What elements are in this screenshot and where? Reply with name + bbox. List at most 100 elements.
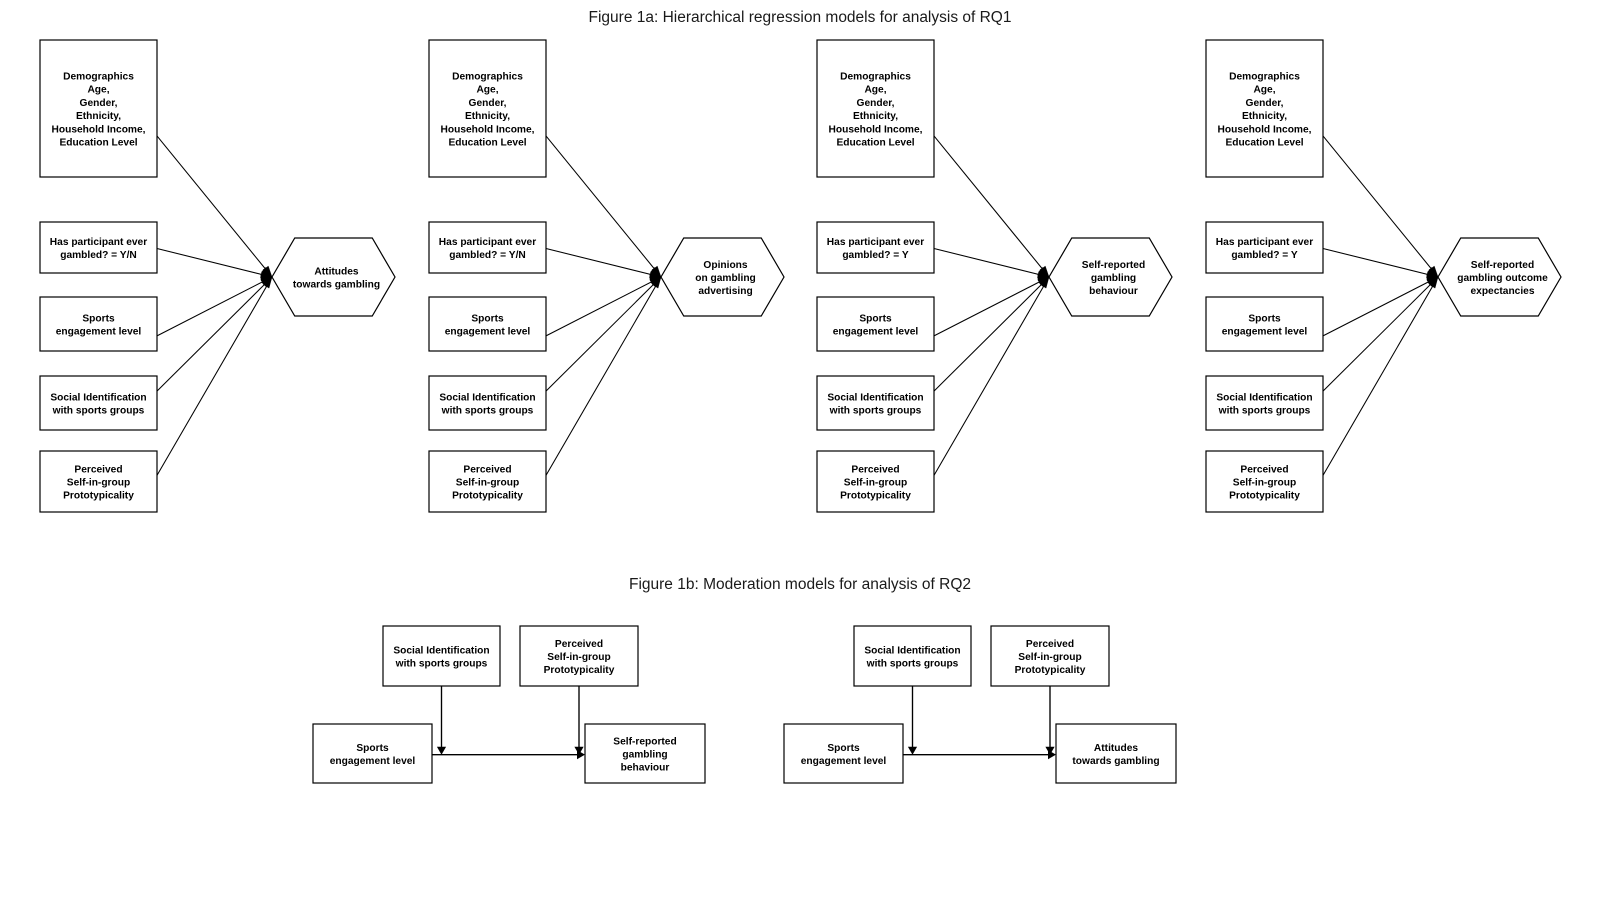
predictor-box-sports-engagement[interactable] — [816, 296, 935, 352]
predictor-box-demographics[interactable] — [39, 39, 158, 178]
link-ever-gambled-to-opinions-advertising — [545, 247, 662, 278]
moderation-moderator-1-box-social-identification[interactable] — [853, 625, 972, 687]
predictor-box-demographics[interactable] — [816, 39, 935, 178]
predictor-sports-engagement-line: engagement level — [1222, 327, 1308, 338]
arrowhead-cluster — [649, 265, 662, 289]
moderation-predictor-sports-engagement-line: engagement level — [330, 756, 416, 767]
predictor-demographics-line: Demographics — [63, 72, 134, 83]
predictor-demographics-line: Household Income, — [829, 124, 923, 135]
predictor-ever-gambled-line: gambled? = Y/N — [60, 250, 137, 261]
moderation-moderator-2-arrowhead — [1045, 746, 1055, 755]
moderation-outcome-gambling-behaviour-line: Self-reported — [613, 736, 676, 747]
predictor-demographics-line: Gender, — [80, 98, 118, 109]
predictor-demographics-line: Household Income, — [52, 124, 146, 135]
predictor-demographics-label: DemographicsAge,Gender,Ethnicity,Househo… — [1218, 72, 1312, 149]
moderation-moderator-2-arrowhead — [574, 746, 584, 755]
predictor-box-demographics[interactable] — [428, 39, 547, 178]
moderation-predictor-box-sports-engagement[interactable] — [312, 723, 433, 784]
predictor-demographics-line: Demographics — [1229, 72, 1300, 83]
predictor-box-sports-engagement[interactable] — [39, 296, 158, 352]
predictor-box-prototypicality[interactable] — [39, 450, 158, 513]
moderation-moderator-1-arrowhead — [436, 746, 447, 755]
predictor-sports-engagement-line: Sports — [1248, 313, 1281, 324]
moderation-moderator-2-prototypicality-line: Self-in-group — [1018, 652, 1081, 663]
moderation-predictor-box-sports-engagement[interactable] — [783, 723, 904, 784]
predictor-social-identification-line: with sports groups — [1218, 406, 1311, 417]
predictor-box-ever-gambled[interactable] — [816, 221, 935, 274]
moderation-moderator-1-box-social-identification[interactable] — [382, 625, 501, 687]
predictor-prototypicality-line: Perceived — [74, 464, 122, 475]
predictor-box-ever-gambled[interactable] — [428, 221, 547, 274]
moderation-moderator-2-prototypicality-line: Prototypicality — [1015, 665, 1086, 676]
predictor-sports-engagement-line: engagement level — [833, 327, 919, 338]
predictor-ever-gambled-line: gambled? = Y — [842, 250, 909, 261]
predictor-demographics-line: Education Level — [1225, 138, 1303, 149]
moderation-moderator-2-prototypicality-line: Perceived — [1026, 639, 1074, 650]
moderation-predictor-sports-engagement-line: Sports — [356, 743, 389, 754]
predictor-box-sports-engagement[interactable] — [1205, 296, 1324, 352]
link-ever-gambled-to-gambling-behaviour — [933, 247, 1050, 278]
predictor-demographics-line: Education Level — [59, 138, 137, 149]
predictor-box-prototypicality[interactable] — [816, 450, 935, 513]
link-social-identification-to-opinions-advertising — [545, 276, 662, 392]
predictor-demographics-label: DemographicsAge,Gender,Ethnicity,Househo… — [52, 72, 146, 149]
predictor-box-ever-gambled[interactable] — [39, 221, 158, 274]
predictor-box-demographics[interactable] — [1205, 39, 1324, 178]
moderation-outcome-box-gambling-behaviour[interactable] — [584, 723, 706, 784]
predictor-box-prototypicality[interactable] — [1205, 450, 1324, 513]
link-social-identification-to-outcome-expectancies — [1322, 276, 1439, 392]
predictor-social-identification-line: Social Identification — [1216, 392, 1312, 403]
figure-1b-title: Figure 1b: Moderation models for analysi… — [629, 576, 971, 593]
predictor-prototypicality-line: Prototypicality — [452, 491, 523, 502]
predictor-social-identification-line: Social Identification — [50, 392, 146, 403]
predictor-box-prototypicality[interactable] — [428, 450, 547, 513]
outcome-gambling-behaviour-line: Self-reported — [1082, 260, 1145, 271]
predictor-social-identification-line: Social Identification — [439, 392, 535, 403]
predictor-prototypicality-line: Perceived — [463, 464, 511, 475]
link-demographics-to-outcome-expectancies — [1322, 135, 1439, 278]
predictor-box-sports-engagement[interactable] — [428, 296, 547, 352]
predictor-demographics-line: Household Income, — [441, 124, 535, 135]
moderation-moderator-2-box-prototypicality[interactable] — [990, 625, 1110, 687]
predictor-sports-engagement-line: Sports — [82, 313, 115, 324]
predictor-box-social-identification[interactable] — [428, 375, 547, 431]
predictor-box-social-identification[interactable] — [816, 375, 935, 431]
moderation-outcome-gambling-behaviour-line: behaviour — [621, 763, 670, 774]
link-demographics-to-gambling-behaviour — [933, 135, 1050, 278]
predictor-demographics-line: Ethnicity, — [465, 111, 510, 122]
moderation-outcome-box-attitudes[interactable] — [1055, 723, 1177, 784]
link-social-identification-to-attitudes — [156, 276, 273, 392]
predictor-box-social-identification[interactable] — [1205, 375, 1324, 431]
predictor-demographics-line: Education Level — [448, 138, 526, 149]
predictor-box-social-identification[interactable] — [39, 375, 158, 431]
predictor-sports-engagement-line: engagement level — [56, 327, 142, 338]
predictor-social-identification-label: Social Identification with sports groups — [1216, 392, 1312, 416]
predictor-box-ever-gambled[interactable] — [1205, 221, 1324, 274]
moderation-outcome-attitudes-line: Attitudes — [1094, 743, 1138, 754]
predictor-prototypicality-line: Self-in-group — [1233, 478, 1296, 489]
predictor-demographics-line: Age, — [1253, 85, 1275, 96]
moderation-moderator-1-social-identification-line: with sports groups — [395, 659, 488, 670]
moderation-moderator-2-prototypicality-line: Self-in-group — [547, 652, 610, 663]
link-demographics-to-attitudes — [156, 135, 273, 278]
moderation-predictor-sports-engagement-line: engagement level — [801, 756, 887, 767]
moderation-predictor-sports-engagement-label: Sports engagement level — [330, 743, 416, 767]
outcome-opinions-advertising-line: advertising — [698, 286, 752, 297]
